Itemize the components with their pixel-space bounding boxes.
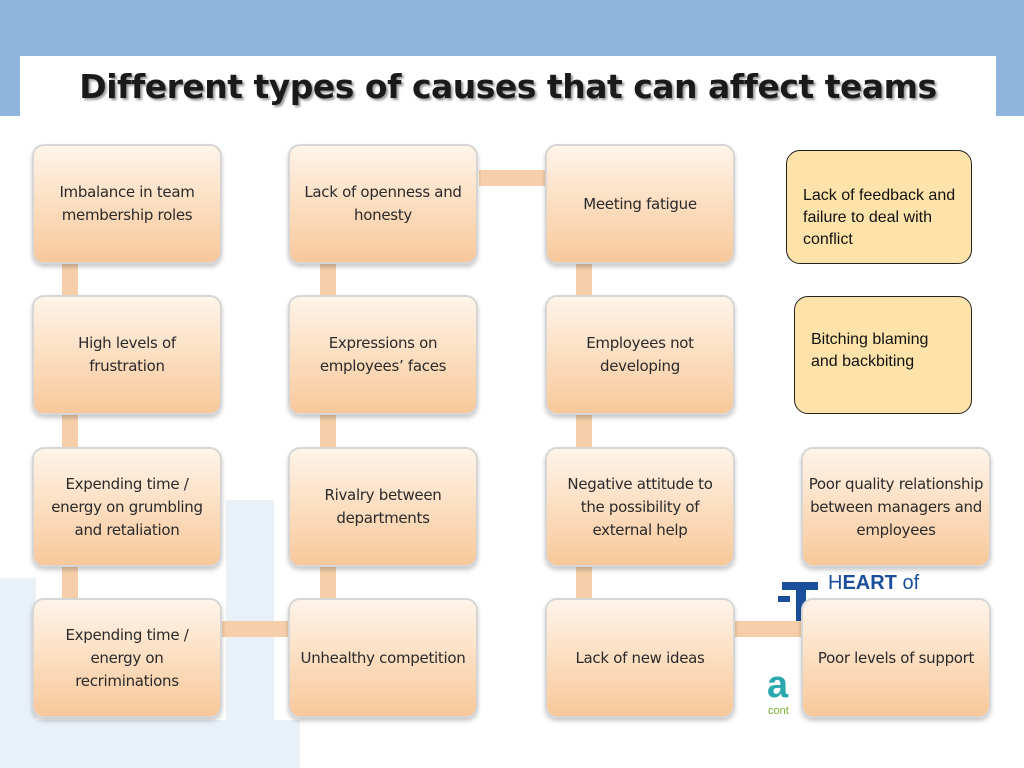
connector [576, 566, 592, 598]
node-competition: Unhealthy competition [288, 598, 478, 718]
heart-logo-text: HEART of [828, 572, 920, 594]
connector [479, 170, 545, 186]
slide-title: Different types of causes that can affec… [79, 66, 937, 106]
note-bitching: Bitching blaming and backbiting [794, 296, 972, 414]
connector [320, 414, 336, 448]
connector [320, 264, 336, 296]
note-feedback: Lack of feedback and failure to deal wit… [786, 150, 972, 264]
connector [576, 264, 592, 296]
connector [62, 264, 78, 296]
node-rivalry: Rivalry between departments [288, 447, 478, 567]
node-negative-attitude: Negative attitude to the possibility of … [545, 447, 735, 567]
connector [62, 414, 78, 448]
node-imbalance: Imbalance in team membership roles [32, 144, 222, 264]
logo-subtext: cont [768, 705, 789, 717]
connector [62, 566, 78, 598]
connector [222, 621, 288, 637]
node-grumbling: Expending time / energy on grumbling and… [32, 447, 222, 567]
node-openness: Lack of openness and honesty [288, 144, 478, 264]
node-poor-relationship: Poor quality relationship between manage… [801, 447, 991, 567]
node-expressions: Expressions on employees’ faces [288, 295, 478, 415]
node-recriminations: Expending time / energy on recrimination… [32, 598, 222, 718]
node-poor-support: Poor levels of support [801, 598, 991, 718]
heart-logo-mark-icon [778, 582, 818, 622]
connector [320, 566, 336, 598]
node-new-ideas: Lack of new ideas [545, 598, 735, 718]
node-meeting-fatigue: Meeting fatigue [545, 144, 735, 264]
title-box: Different types of causes that can affec… [20, 56, 996, 116]
connector [735, 621, 801, 637]
logo-letter-a: a [767, 664, 789, 706]
connector [576, 414, 592, 448]
background-shape-bottom [0, 720, 300, 768]
node-frustration: High levels of frustration [32, 295, 222, 415]
node-not-developing: Employees not developing [545, 295, 735, 415]
